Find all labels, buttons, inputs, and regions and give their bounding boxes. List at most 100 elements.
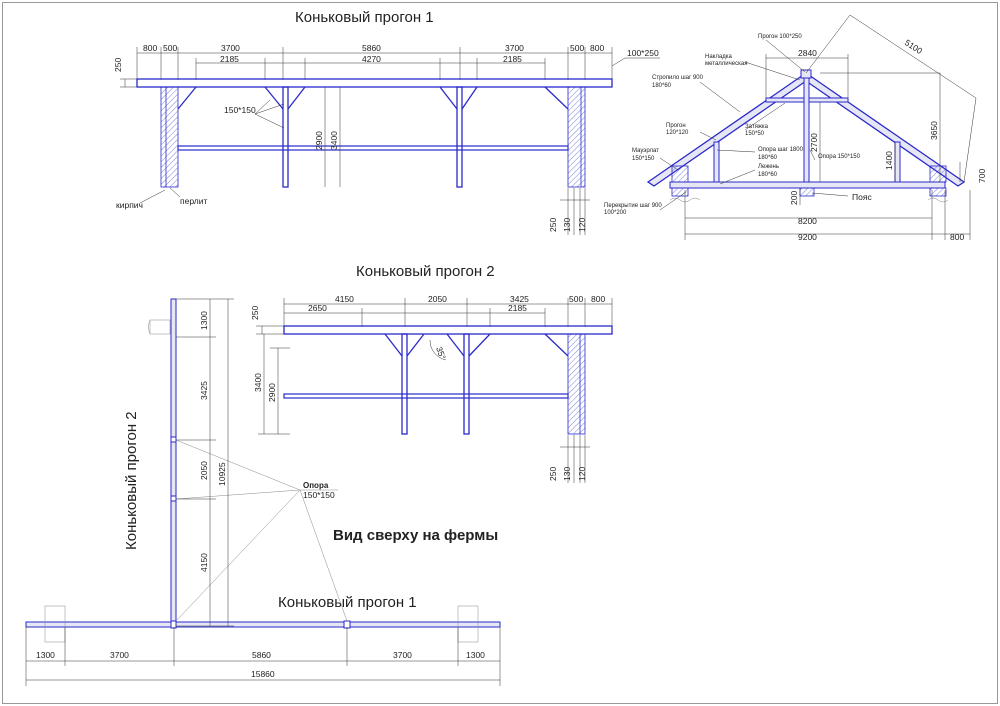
- front1-bottom-130: 130: [562, 218, 572, 232]
- front2-bottom-120: 120: [577, 467, 587, 481]
- front2-braces: [384, 333, 569, 357]
- front1-dim-500-left: 500: [163, 43, 177, 53]
- label-tie-2: 150*50: [745, 131, 765, 137]
- plan-wall-stub-top: [149, 319, 171, 335]
- plan-caption: Вид сверху на фермы: [333, 527, 498, 544]
- label-sill-2: 180*60: [758, 172, 778, 178]
- front-view-1: Коньковый прогон 1 800 500 3700 5860 370…: [113, 9, 660, 235]
- plan-hdim-3700-left: 3700: [110, 650, 129, 660]
- front2-dim-2050: 2050: [428, 294, 447, 304]
- plan-wall-stub-left: [44, 605, 66, 643]
- label-support-2: 180*60: [758, 155, 778, 161]
- front2-dim-800: 800: [591, 294, 605, 304]
- section-h2700: 2700: [809, 133, 819, 152]
- front2-dim-500: 500: [569, 294, 583, 304]
- front1-perlite-leader: [169, 187, 181, 198]
- front1-brick-leader: [139, 189, 166, 204]
- front2-h3400: 3400: [253, 373, 263, 392]
- plan-horizontal-dims: [25, 627, 501, 686]
- front1-h3400: 3400: [329, 131, 339, 150]
- label-plate-2: металлическая: [705, 61, 747, 67]
- front2-bottom-130: 130: [562, 467, 572, 481]
- front1-dim-800-right: 800: [590, 43, 604, 53]
- plan-support-size: 150*150: [303, 490, 335, 500]
- label-purlin-2: 120*120: [666, 130, 689, 136]
- front2-tie-beam: [283, 393, 569, 399]
- section-w800: 800: [950, 232, 964, 242]
- label-plate-1: Накладка: [705, 54, 732, 60]
- front2-title: Коньковый прогон 2: [356, 263, 495, 280]
- plan-beam-vertical: [170, 298, 177, 627]
- front2-bottom-dims: [560, 435, 590, 483]
- plan-vdim-2050: 2050: [199, 461, 209, 480]
- label-purlin-top: Прогон 100*250: [758, 34, 802, 40]
- front1-beam-height-dim: [120, 78, 137, 88]
- roof-cross-section: 2840 5100 3650 2700 1400 700 200 8200 92…: [604, 14, 987, 242]
- front2-height-dims: [258, 334, 290, 435]
- label-tie-1: Затяжка: [745, 124, 769, 130]
- front1-dim-800-left: 800: [143, 43, 157, 53]
- plan-hdim-total: 15860: [251, 669, 275, 679]
- section-label-leaders: [659, 39, 849, 211]
- front2-angle-arc: [429, 339, 447, 361]
- section-belt: [799, 187, 815, 197]
- front1-dim-5860: 5860: [362, 43, 381, 53]
- front2-subdim-2185: 2185: [508, 303, 527, 313]
- front2-wall: [567, 333, 586, 435]
- front1-title: Коньковый прогон 1: [295, 9, 434, 26]
- label-floor-1: Перекрытие шаг 900: [604, 203, 662, 209]
- plan-horizontal-title: Коньковый прогон 1: [278, 594, 417, 611]
- section-dims: [684, 14, 977, 240]
- plan-hdim-1300-left: 1300: [36, 650, 55, 660]
- front1-wall-right: [567, 86, 586, 188]
- plan-vertical-title: Коньковый прогон 2: [123, 411, 140, 550]
- plan-hdim-5860: 5860: [252, 650, 271, 660]
- front1-tie-beam: [177, 145, 569, 151]
- front1-braces: [177, 86, 569, 110]
- section-support-left: [713, 141, 720, 183]
- label-mauer-1: Мауэрлат: [632, 148, 659, 154]
- label-rafter-1: Стропило шаг 900: [652, 75, 704, 81]
- front1-subdim-2185-left: 2185: [220, 54, 239, 64]
- plan-hdim-1300-right: 1300: [466, 650, 485, 660]
- section-mauerlat-left: [671, 165, 689, 183]
- front1-h2900: 2900: [314, 131, 324, 150]
- front1-bottom-dims: [560, 188, 590, 235]
- front2-top-dims: [283, 298, 613, 327]
- label-belt: Пояс: [852, 192, 872, 202]
- section-floor-beam: [669, 181, 946, 189]
- label-sill-1: Лежень: [758, 164, 779, 170]
- front2-h2900: 2900: [267, 383, 277, 402]
- plan-support-leaders: [175, 439, 348, 622]
- front1-beam-label: 100*250: [627, 48, 659, 58]
- front2-dim-4150: 4150: [335, 294, 354, 304]
- plan-vertical-dims: [176, 298, 234, 627]
- plan-support-label: Опора: [303, 481, 329, 490]
- front1-subdim-2185-right: 2185: [503, 54, 522, 64]
- plan-vdim-total: 10925: [217, 462, 227, 486]
- front1-subdim-4270: 4270: [362, 54, 381, 64]
- plan-hdim-3700-right: 3700: [393, 650, 412, 660]
- front1-bottom-120: 120: [577, 218, 587, 232]
- front1-dim-500-right: 500: [570, 43, 584, 53]
- plan-wall-stub-right: [457, 605, 479, 643]
- section-rafter-length: 5100: [903, 37, 925, 56]
- front1-post-leaders: [254, 99, 285, 129]
- section-support-right: [894, 141, 901, 183]
- section-h3650: 3650: [929, 121, 939, 140]
- front1-perlite-label: перлит: [180, 196, 207, 206]
- front1-post-label: 150*150: [224, 105, 256, 115]
- front1-ridge-beam: [136, 78, 613, 88]
- label-post: Опора 150*150: [818, 154, 861, 160]
- front2-ridge-beam: [283, 325, 613, 335]
- front1-dim-3700-left: 3700: [221, 43, 240, 53]
- label-mauer-2: 150*150: [632, 156, 655, 162]
- front1-dim-3700-right: 3700: [505, 43, 524, 53]
- section-w9200: 9200: [798, 232, 817, 242]
- section-ridge-purlin: [800, 69, 812, 79]
- front1-bottom-250: 250: [548, 218, 558, 232]
- front2-posts: [401, 333, 470, 435]
